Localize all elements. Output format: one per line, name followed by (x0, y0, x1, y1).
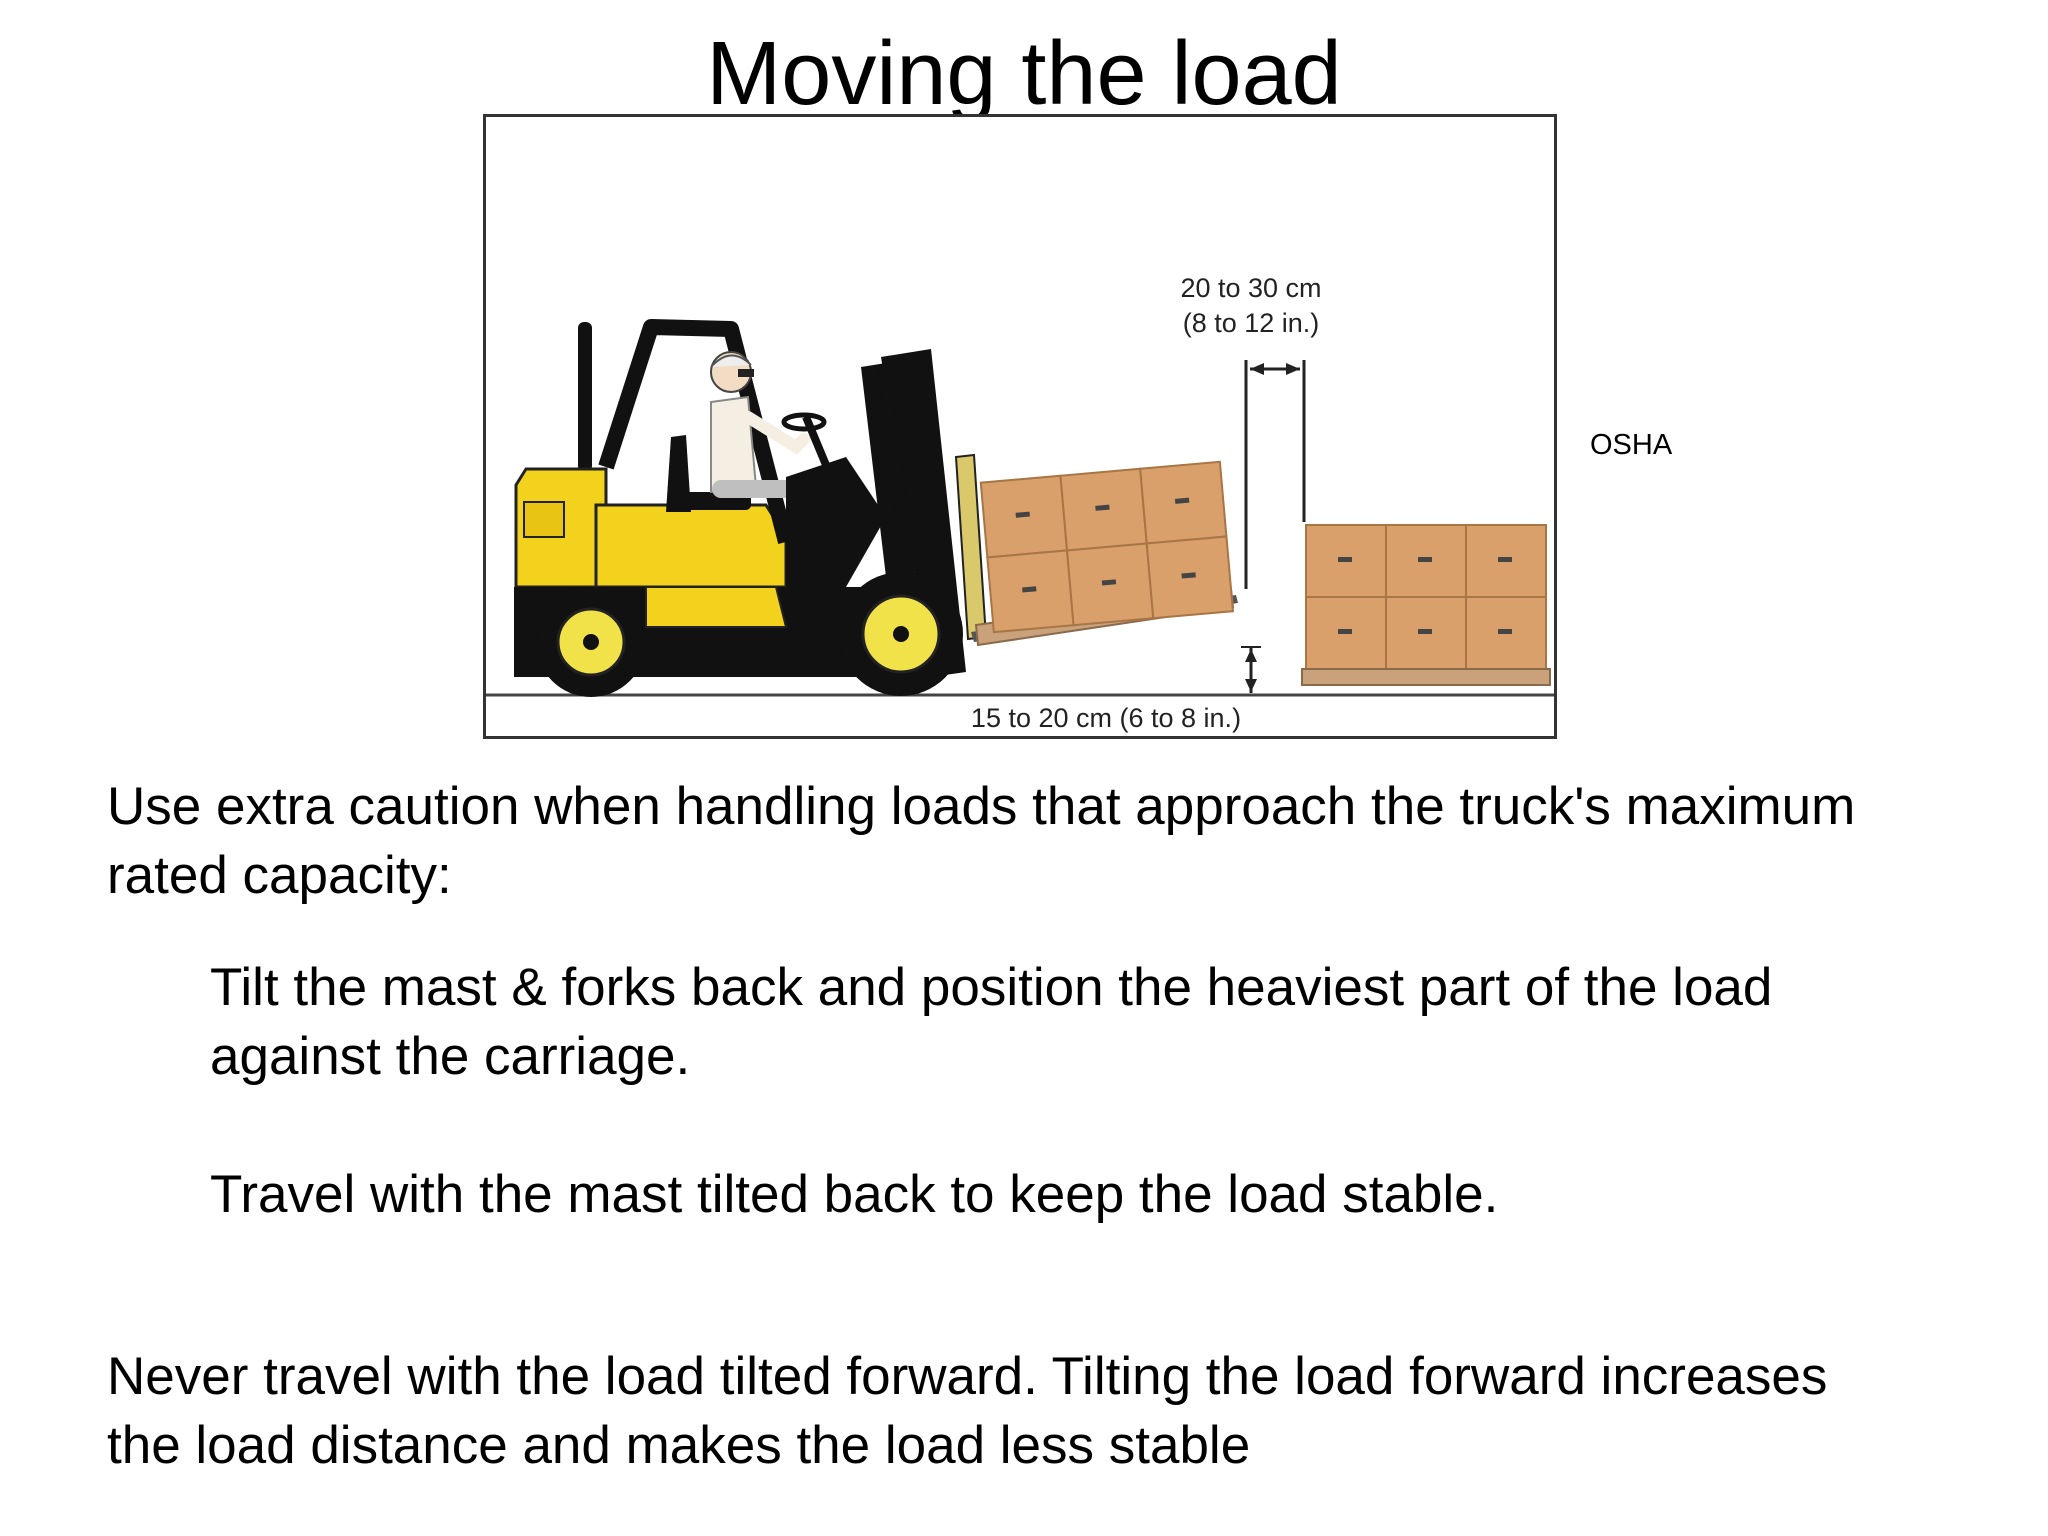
steering-wheel (781, 412, 827, 432)
fork-height-label: 15 to 20 cm (6 to 8 in.) (971, 703, 1241, 733)
point-tilt-mast: Tilt the mast & forks back and position … (210, 958, 1773, 1086)
fork-height-dimension (1241, 646, 1261, 693)
forklift-illustration: 20 to 30 cm (8 to 12 in.) 15 to 20 cm (6… (483, 114, 1557, 739)
truck-body (594, 503, 788, 589)
front-wheel (839, 572, 963, 696)
warning-paragraph: Never travel with the load tilted forwar… (107, 1347, 1828, 1475)
gap-dimension-label-1: 20 to 30 cm (1180, 273, 1321, 303)
overhead-guard (598, 319, 794, 545)
rear-wheel (536, 587, 646, 697)
floor-pallet (1301, 668, 1551, 686)
lifted-load (979, 460, 1235, 634)
image-credit: OSHA (1590, 429, 1673, 461)
intro-paragraph: Use extra caution when handling loads th… (107, 777, 1856, 905)
gap-dimension-label-2: (8 to 12 in.) (1183, 308, 1320, 338)
gap-dimension (1244, 360, 1306, 589)
forklift-diagram: 20 to 30 cm (8 to 12 in.) 15 to 20 cm (6… (486, 273, 1554, 733)
floor-load (1301, 524, 1551, 686)
point-travel-tilted: Travel with the mast tilted back to keep… (210, 1165, 1499, 1224)
exhaust-pipe (578, 322, 592, 472)
slide-title: Moving the load (706, 24, 1342, 124)
